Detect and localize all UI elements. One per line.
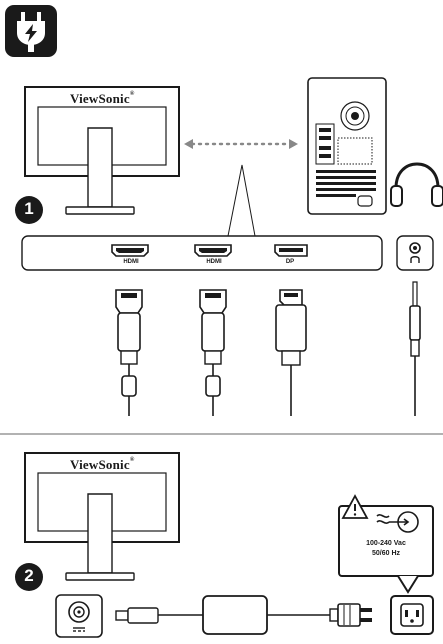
port-label-dp: DP	[285, 259, 295, 265]
power-plug-icon	[4, 4, 58, 58]
headphones-icon	[390, 162, 443, 207]
wireless-link-arrow	[184, 139, 298, 149]
step-2-badge	[15, 563, 43, 591]
ac-current-icon	[376, 511, 419, 533]
step-1-badge	[15, 196, 43, 224]
hdmi-cable-2	[199, 289, 227, 416]
step-number-1: 1	[24, 199, 34, 218]
port-panel	[21, 235, 434, 271]
power-adapter-cable	[115, 595, 372, 635]
frequency-rating: 50/60 Hz	[371, 550, 401, 557]
step-number-2: 2	[24, 566, 34, 585]
pc-tower	[307, 77, 387, 215]
dc-in-port	[55, 594, 103, 638]
brand-logo-1: ViewSonic®	[70, 91, 135, 106]
port-label-hdmi-2: HDMI	[206, 259, 222, 265]
displayport-cable	[275, 289, 307, 416]
power-rating-panel	[338, 494, 434, 594]
monitor-2	[24, 452, 180, 581]
voltage-rating: 100-240 Vac	[366, 540, 406, 547]
wall-outlet	[390, 595, 434, 635]
port-label-hdmi-1: HDMI	[123, 259, 139, 265]
brand-logo-2: ViewSonic®	[70, 457, 135, 472]
audio-cable	[409, 281, 421, 416]
hdmi-cable-1	[115, 289, 143, 416]
monitor-1	[24, 86, 180, 215]
